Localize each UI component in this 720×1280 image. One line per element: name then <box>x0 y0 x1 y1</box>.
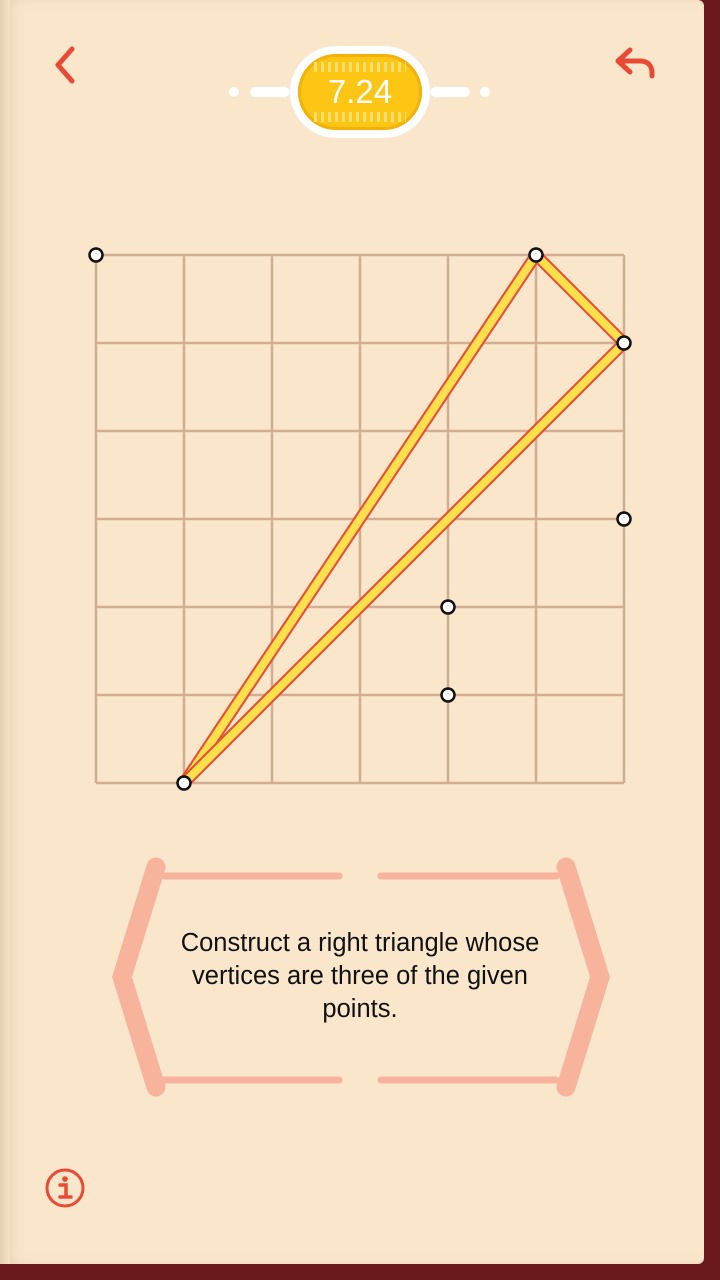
back-button[interactable] <box>40 40 90 90</box>
progress-bar <box>250 87 290 97</box>
info-button[interactable] <box>40 1163 90 1213</box>
level-badge-face: 7.24 <box>298 54 422 130</box>
info-icon <box>45 1168 85 1208</box>
point-set <box>88 247 632 791</box>
book-spine <box>0 0 10 1264</box>
level-badge: 7.24 <box>290 46 430 138</box>
chevron-left-icon <box>55 46 75 84</box>
greek-key-ornament <box>314 112 406 122</box>
level-number: 7.24 <box>327 73 393 110</box>
grid-point[interactable] <box>528 247 544 263</box>
grid-point[interactable] <box>176 775 192 791</box>
undo-arrow-icon <box>615 47 655 79</box>
grid-point[interactable] <box>440 687 456 703</box>
progress-dot <box>229 87 239 97</box>
progress-dot <box>480 87 490 97</box>
undo-button[interactable] <box>606 40 662 90</box>
grid-point[interactable] <box>88 247 104 263</box>
instruction-text: Construct a right triangle whose vertice… <box>180 929 540 1023</box>
level-header: 7.24 <box>220 40 500 144</box>
grid-point[interactable] <box>616 335 632 351</box>
instruction-panel: Construct a right triangle whose vertice… <box>100 855 620 1100</box>
grid-point[interactable] <box>440 599 456 615</box>
instruction-panel-frame <box>112 857 610 1097</box>
grid-point[interactable] <box>616 511 632 527</box>
progress-bar <box>430 87 470 97</box>
greek-key-ornament <box>314 62 406 72</box>
